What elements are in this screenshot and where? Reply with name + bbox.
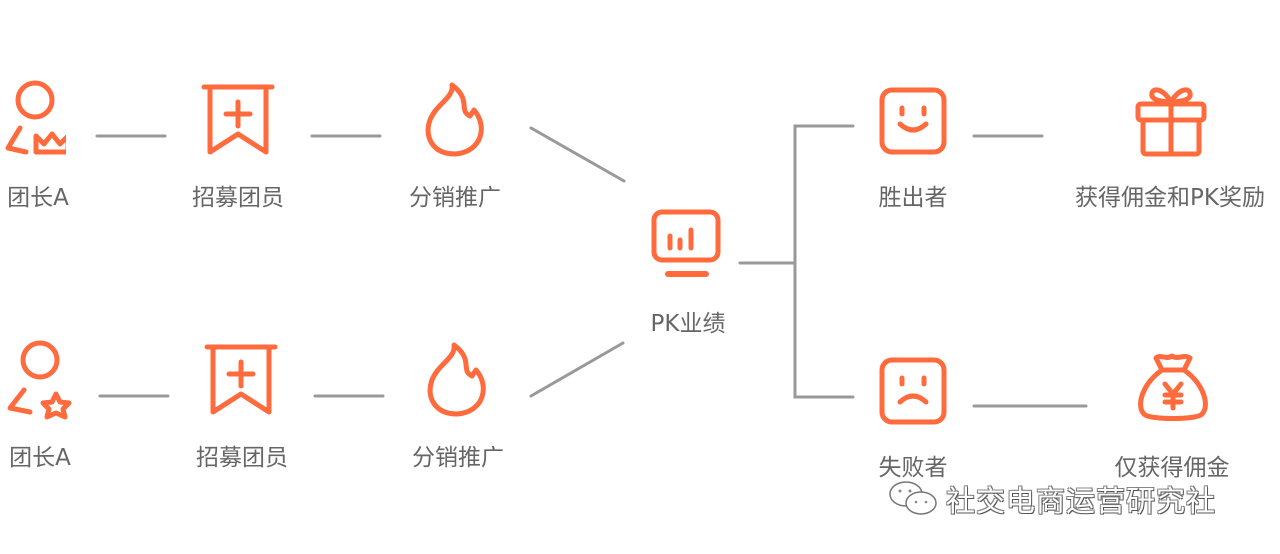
- sad-face-icon: [879, 357, 947, 425]
- bookmark-plus-icon: [204, 344, 278, 415]
- watermark-text: 社交电商运营研究社: [946, 484, 1217, 518]
- gift-icon: [1135, 87, 1207, 157]
- node-label: 招募团员: [192, 185, 284, 211]
- node-label: 失败者: [878, 455, 948, 481]
- wechat-icon: [889, 481, 937, 515]
- connector-branch: [793, 124, 855, 399]
- node-label: 仅获得佣金: [1114, 455, 1230, 481]
- smile-face-icon: [879, 87, 947, 155]
- node-label: 团长A: [9, 445, 71, 471]
- bookmark-plus-icon: [201, 84, 275, 155]
- node-label: PK业绩: [650, 311, 726, 337]
- connector-top-diag: [529, 126, 626, 183]
- money-bag-icon: [1138, 353, 1208, 421]
- node-label: 胜出者: [878, 185, 948, 211]
- connector-bottom-diag: [529, 341, 625, 398]
- monitor-chart-icon: [651, 209, 721, 277]
- user-star-icon: [7, 340, 72, 420]
- node-label: 团长A: [7, 185, 69, 211]
- node-label: 分销推广: [409, 185, 501, 211]
- node-label: 分销推广: [412, 445, 504, 471]
- node-label: 获得佣金和PK奖励: [1075, 185, 1265, 211]
- flame-icon: [427, 342, 486, 417]
- node-label: 招募团员: [196, 445, 288, 471]
- user-crown-icon: [5, 80, 66, 155]
- flame-icon: [425, 82, 484, 157]
- watermark: 社交电商运营研究社: [888, 478, 1216, 520]
